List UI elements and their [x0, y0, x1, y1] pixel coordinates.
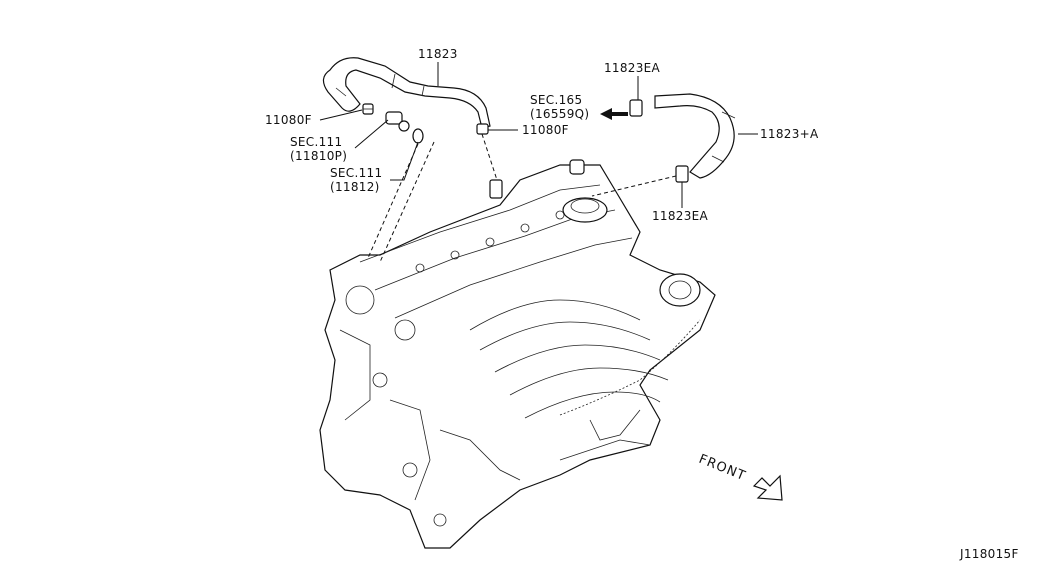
label-sec111-b-line1: SEC.111 — [330, 166, 382, 180]
label-11080F-left: 11080F — [265, 113, 312, 127]
clamp-11823EA-top — [629, 99, 643, 117]
clamp-11823EA-bottom — [675, 165, 689, 183]
label-sec111-a-line2: (11810P) — [290, 149, 347, 163]
leader-lines — [319, 62, 758, 263]
label-11823: 11823 — [418, 47, 458, 61]
label-sec111-b-line2: (11812) — [330, 180, 380, 194]
figure-code: J118015F — [959, 547, 1019, 561]
label-11080F-center: 11080F — [522, 123, 569, 137]
hose-11823 — [322, 57, 491, 129]
solid-arrow-left-icon — [600, 108, 628, 120]
label-11823EA-bottom: 11823EA — [652, 209, 709, 223]
label-11823EA-top: 11823EA — [604, 61, 661, 75]
clamp-11080F-center — [476, 123, 489, 135]
grommet-11812 — [412, 128, 424, 144]
clamp-11080F-left — [362, 103, 374, 115]
label-front: FRONT — [697, 452, 748, 484]
label-sec111-a-line1: SEC.111 — [290, 135, 342, 149]
labels: 11823 11080F SEC.111 (11810P) SEC.111 (1… — [265, 47, 1019, 561]
label-11823A: 11823+A — [760, 127, 819, 141]
hollow-arrow-icon — [752, 474, 783, 501]
hose-11823A — [654, 93, 736, 179]
label-sec165-line1: SEC.165 — [530, 93, 582, 107]
engine-illustration — [319, 159, 716, 549]
label-sec165-line2: (16559Q) — [530, 107, 589, 121]
pcv-valve-11810P — [385, 111, 410, 132]
